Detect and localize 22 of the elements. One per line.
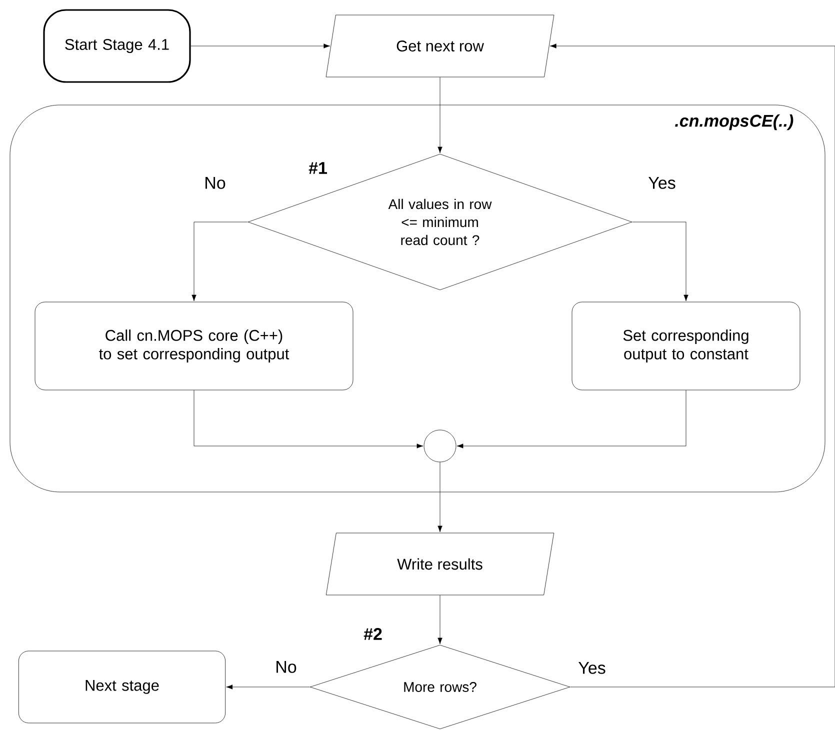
edge-label: Yes bbox=[577, 661, 607, 675]
process-box: Next stage bbox=[18, 650, 226, 724]
arrow bbox=[438, 595, 442, 644]
arrow bbox=[438, 77, 442, 154]
arrow bbox=[192, 222, 248, 302]
process-box: Set corresponding output to constant bbox=[572, 302, 800, 390]
arrow bbox=[226, 684, 310, 690]
junction-circle bbox=[424, 430, 456, 462]
io-parallelogram: Get next row bbox=[326, 14, 554, 78]
edge-label: Yes bbox=[647, 176, 677, 190]
start-terminal: Start Stage 4.1 bbox=[43, 9, 191, 83]
step-number: #1 bbox=[308, 162, 327, 174]
arrow bbox=[438, 462, 442, 532]
arrow bbox=[194, 390, 424, 448]
edge-label: No bbox=[203, 176, 227, 190]
step-number: #2 bbox=[364, 628, 382, 640]
edge-label: No bbox=[274, 660, 298, 674]
io-parallelogram: Write results bbox=[326, 532, 554, 596]
arrow bbox=[190, 44, 330, 48]
arrow bbox=[632, 222, 688, 302]
process-box: Call cn.MOPS core (C++) to set corresponding output bbox=[34, 302, 354, 390]
arrow bbox=[456, 390, 686, 448]
